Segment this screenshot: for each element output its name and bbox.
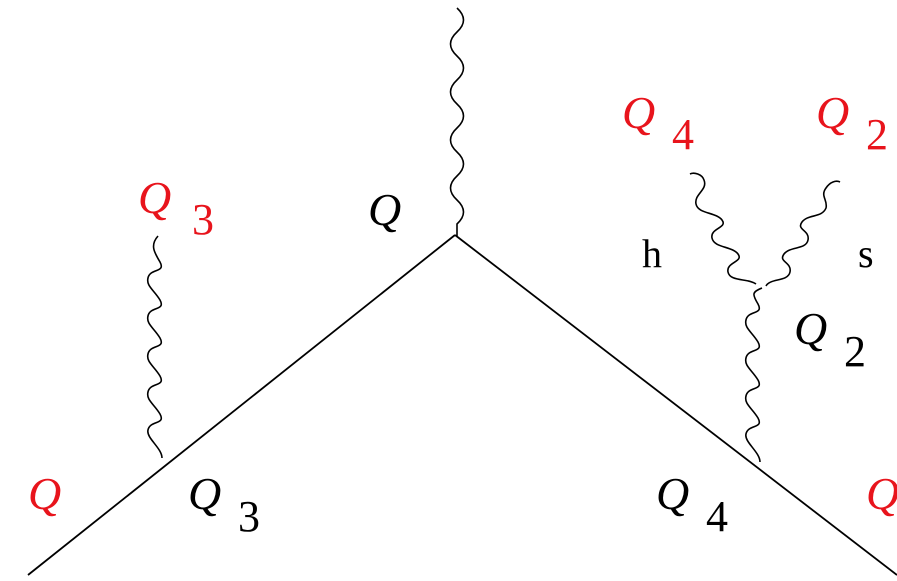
label-left-quark-line: Q [188, 468, 221, 519]
label-left-quark-line-sub: 3 [238, 492, 260, 541]
label-top-s: Q [816, 87, 849, 138]
label-top-h-sub: 4 [672, 110, 694, 159]
label-left-gluon-top: Q [138, 172, 171, 223]
label-s: s [858, 231, 874, 276]
label-left-gluon-top-sub: 3 [192, 195, 214, 244]
gluon-branch-s [765, 180, 841, 287]
right-gluon [744, 287, 763, 463]
label-right-gluon-mid: Q [794, 303, 827, 354]
label-top-h: Q [622, 87, 655, 138]
label-right-quark-line-sub: 4 [706, 492, 728, 541]
label-top-s-sub: 2 [866, 110, 888, 159]
label-outgoing-quark: Q [866, 468, 897, 519]
label-h: h [642, 231, 662, 276]
gluon-branch-h [689, 172, 757, 285]
outgoing-quark-line [454, 234, 897, 576]
label-right-quark-line: Q [656, 468, 689, 519]
photon-line [449, 7, 465, 236]
left-gluon [146, 235, 163, 459]
label-right-gluon-mid-sub: 2 [844, 327, 866, 376]
label-photon-vertex: Q [368, 184, 401, 235]
incoming-quark-line [27, 234, 456, 576]
label-incoming-quark: Q [28, 468, 61, 519]
